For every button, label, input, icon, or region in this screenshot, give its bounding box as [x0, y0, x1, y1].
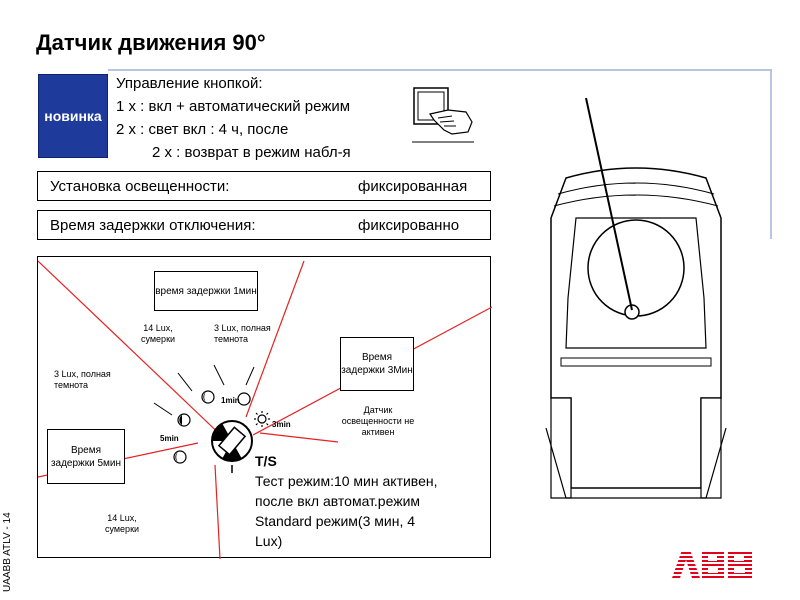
- hand-press-icon: [412, 87, 474, 143]
- button-control-line2: 2 х : свет вкл : 4 ч, после: [116, 121, 289, 138]
- abb-logo: [672, 550, 752, 578]
- dial-diagram: время задержки 1мин Время задержки 3Мин …: [37, 256, 492, 559]
- illumination-label: Установка освещенности:: [50, 178, 230, 195]
- sensor-inactive-label: Датчик освещенности не активен: [341, 405, 415, 437]
- delay-5min-box: Время задержки 5мин: [47, 429, 125, 484]
- delay-label: Время задержки отключения:: [50, 217, 256, 234]
- button-control-line3: 2 х : возврат в режим набл-я: [152, 144, 351, 161]
- dial-1min-label: 1min: [221, 396, 240, 405]
- illumination-value: фиксированная: [358, 178, 468, 195]
- illumination-setting-row: Установка освещенности: фиксированная: [37, 171, 491, 201]
- button-control-text: Управление кнопкой: 1 х : вкл + автомати…: [116, 72, 351, 164]
- delay-3min-box: Время задержки 3Мин: [340, 337, 414, 391]
- lux14-dusk-top-label: 14 Lux, сумерки: [140, 323, 176, 344]
- ts-label: T/S: [255, 453, 277, 469]
- lux14-dusk-bottom-label: 14 Lux, сумерки: [104, 513, 140, 534]
- ts-line1: Тест режим:10 мин активен,: [255, 473, 438, 489]
- side-divider: [770, 69, 772, 239]
- rotary-dial: [173, 390, 270, 473]
- title-divider: [108, 69, 770, 71]
- ts-description: Тест режим:10 мин активен, после вкл авт…: [255, 471, 438, 551]
- lux3-dark-top-label: 3 Lux, полная темнота: [214, 323, 271, 344]
- ts-line4: Lux): [255, 533, 283, 549]
- button-control-line1: 1 х : вкл + автоматический режим: [116, 98, 351, 115]
- motion-sensor-illustration: [545, 98, 727, 499]
- lux3-dark-left-label: 3 Lux, полная темнота: [54, 369, 111, 390]
- delay-setting-row: Время задержки отключения: фиксированно: [37, 210, 491, 240]
- delay-1min-box: время задержки 1мин: [154, 271, 258, 311]
- page-title: Датчик движения 90°: [36, 30, 266, 55]
- ts-line3: Standard режим(3 мин, 4: [255, 513, 416, 529]
- dial-3min-label: 3min: [272, 420, 291, 429]
- slide-code: UAABB ATLV - 14: [2, 512, 13, 592]
- button-control-heading: Управление кнопкой:: [116, 75, 263, 92]
- dial-5min-label: 5min: [160, 434, 179, 443]
- new-badge: новинка: [38, 74, 108, 158]
- moon-icon: [201, 390, 215, 404]
- delay-value: фиксированно: [358, 217, 460, 234]
- ts-line2: после вкл автомат.режим: [255, 493, 421, 509]
